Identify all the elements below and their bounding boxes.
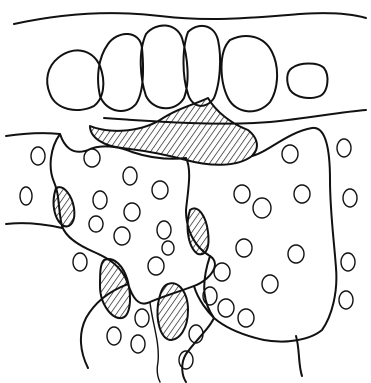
left-boundary-line (6, 133, 60, 136)
hatched-region-center (188, 208, 209, 254)
round-cell (84, 149, 100, 167)
hatched-region-lower-center (158, 283, 189, 340)
round-cell (162, 241, 174, 255)
lower-right-lobe-outline (296, 336, 302, 376)
round-cell (262, 275, 278, 293)
basal-line (104, 110, 366, 124)
round-cell (20, 187, 32, 205)
hatched-region-lower-left (100, 259, 130, 318)
round-cell (294, 185, 310, 203)
round-cell (135, 309, 149, 327)
large-cell-1 (47, 50, 103, 110)
round-cell (343, 189, 357, 207)
round-cell (93, 191, 107, 209)
round-cell (282, 145, 298, 163)
round-cell (339, 291, 353, 309)
round-cell (152, 181, 168, 199)
round-cell (123, 167, 137, 185)
round-cell (31, 147, 45, 165)
round-cell (234, 185, 250, 203)
hatched-region-top (90, 98, 257, 165)
left-lower-boundary-line (6, 223, 62, 228)
round-cell (131, 335, 145, 353)
round-cell (236, 239, 252, 257)
round-cell (114, 227, 130, 245)
large-cell-4 (184, 26, 221, 106)
round-cell (89, 216, 103, 232)
lower-tissue (6, 128, 336, 382)
large-cell-2 (98, 34, 143, 111)
round-cell (73, 253, 87, 271)
round-cell (218, 299, 234, 317)
round-cell (124, 203, 140, 221)
large-cell-3 (141, 25, 188, 108)
round-cell (288, 245, 304, 263)
round-cell (157, 221, 171, 239)
round-cell (253, 198, 271, 218)
outer-surface-line (14, 13, 366, 24)
round-cell (238, 309, 254, 327)
round-cell (341, 253, 355, 271)
round-cell (214, 263, 230, 281)
round-cell (337, 139, 351, 157)
round-cell (148, 257, 164, 275)
small-cell-6 (287, 64, 327, 99)
hatched-region-left (54, 187, 75, 226)
round-cell (107, 327, 121, 345)
large-cell-5 (222, 36, 278, 111)
